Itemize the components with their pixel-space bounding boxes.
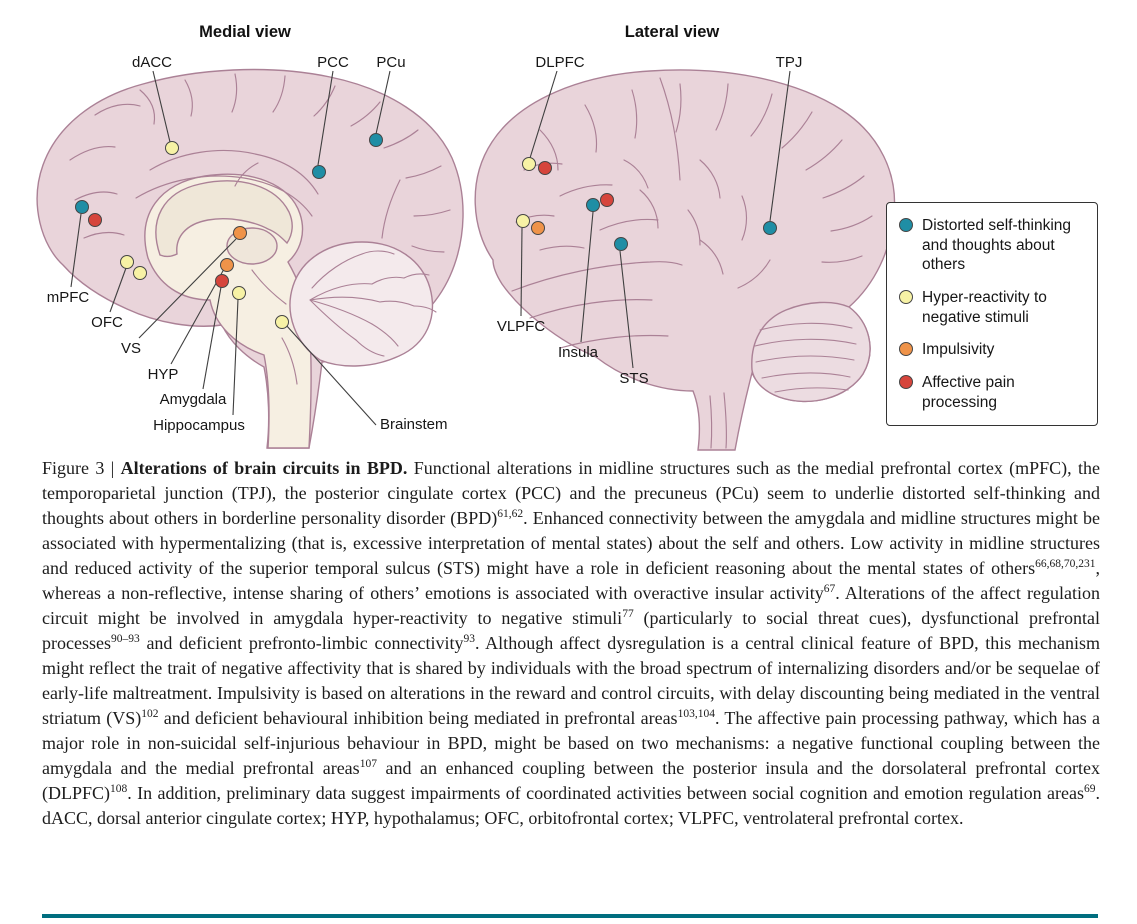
legend-item-affective-pain: Affective pain processing (899, 373, 1085, 412)
cerebellum-medial (289, 241, 434, 367)
legend: Distorted self-thinking and thoughts abo… (886, 202, 1098, 427)
figure-caption: Figure 3 | Alterations of brain circuits… (42, 458, 1100, 828)
label-dacc: dACC (131, 54, 173, 71)
dot-insula-distorted-self-thinking (586, 198, 600, 212)
dot-sts-distorted-self-thinking (614, 237, 628, 251)
dot-mpfc-distorted-self-thinking (75, 200, 89, 214)
label-pcu: PCu (376, 54, 406, 71)
dot-pcc-distorted-self-thinking (312, 165, 326, 179)
dot-insula-affective-pain (600, 193, 614, 207)
cerebellum-lateral-striations (754, 322, 857, 393)
cerebellum-lateral (751, 301, 871, 403)
dot-tpj-distorted-self-thinking (763, 221, 777, 235)
brain-illustration (36, 68, 896, 451)
legend-dot-hyper-reactivity (899, 290, 913, 305)
legend-label: Impulsivity (922, 341, 995, 359)
medial-sulci (69, 73, 451, 385)
dot-dacc-hyper-reactivity (165, 141, 179, 155)
dot-hyp-impulsivity (220, 258, 234, 272)
label-tpj: TPJ (775, 54, 803, 71)
dot-vlpfc-hyper-reactivity (516, 214, 530, 228)
label-hippocampus: Hippocampus (153, 417, 245, 434)
dot-ofc-hyper-reactivity-2 (133, 266, 147, 280)
label-hyp: HYP (147, 366, 179, 383)
lateral-sulci (511, 77, 873, 449)
lateral-brain (474, 69, 896, 451)
dot-vlpfc-impulsivity (531, 221, 545, 235)
figure-panel: Medial view Lateral view dACC PCC PCu mP… (0, 0, 1137, 455)
label-sts: STS (619, 370, 649, 387)
legend-dot-impulsivity (899, 342, 913, 357)
legend-item-hyper-reactivity: Hyper-reactivity to negative stimuli (899, 288, 1085, 327)
label-pcc: PCC (317, 54, 349, 71)
label-brainstem: Brainstem (380, 416, 448, 433)
label-insula: Insula (557, 344, 599, 361)
dot-vs-impulsivity (233, 226, 247, 240)
label-connector-lines (70, 70, 791, 426)
dot-dlpfc-hyper-reactivity (522, 157, 536, 171)
dot-hippocampus-hyper-reactivity (232, 286, 246, 300)
legend-label: Hyper-reactivity to negative stimuli (922, 289, 1047, 326)
label-mpfc: mPFC (46, 289, 90, 306)
lateral-view-title: Lateral view (624, 23, 720, 41)
label-ofc: OFC (91, 314, 123, 331)
legend-dot-affective-pain (899, 375, 913, 390)
cerebellum-medial-branches (309, 250, 437, 357)
dot-ofc-hyper-reactivity-1 (120, 255, 134, 269)
dot-dlpfc-affective-pain (538, 161, 552, 175)
corpus-callosum (155, 180, 293, 258)
medial-brain (36, 68, 464, 449)
dot-pcu-distorted-self-thinking (369, 133, 383, 147)
legend-item-distorted-self-thinking: Distorted self-thinking and thoughts abo… (899, 216, 1085, 275)
dot-amygdala-affective-pain (215, 274, 229, 288)
label-vs: VS (120, 340, 142, 357)
legend-label: Affective pain processing (922, 374, 1015, 411)
label-vlpfc: VLPFC (496, 318, 546, 335)
legend-label: Distorted self-thinking and thoughts abo… (922, 217, 1072, 274)
medial-view-title: Medial view (199, 23, 291, 41)
label-dlpfc: DLPFC (535, 54, 585, 71)
legend-item-impulsivity: Impulsivity (899, 340, 1085, 360)
bottom-rule (42, 914, 1098, 918)
label-amygdala: Amygdala (159, 391, 227, 408)
dot-brainstem-hyper-reactivity (275, 315, 289, 329)
legend-dot-distorted-self-thinking (899, 218, 913, 232)
dot-mpfc-affective-pain (88, 213, 102, 227)
